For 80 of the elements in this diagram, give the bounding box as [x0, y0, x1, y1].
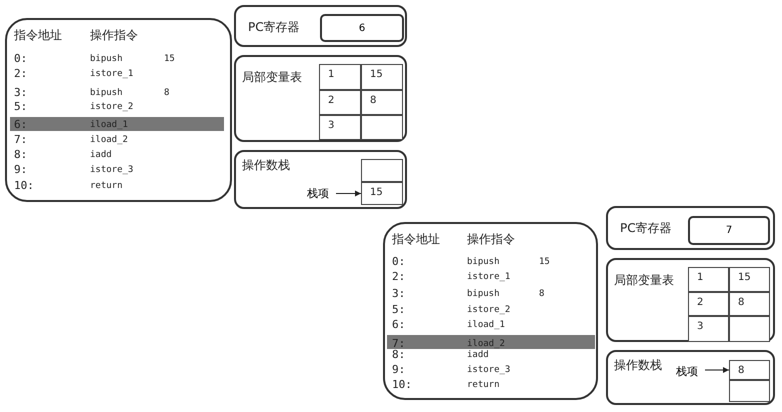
- register-panel: [234, 5, 407, 47]
- instruction-text: iload_2: [467, 338, 505, 350]
- instruction-text: return: [90, 180, 123, 193]
- table-cell: 8: [729, 360, 770, 380]
- instruction-text: iload_1: [90, 119, 128, 132]
- pointer-label: 栈项: [307, 186, 335, 202]
- instruction-text: return: [467, 379, 500, 392]
- panel-title: PC寄存器: [248, 20, 300, 34]
- address-text: 9:: [392, 363, 406, 377]
- operand-text: 8: [539, 288, 544, 301]
- address-text: 7:: [14, 133, 28, 147]
- address-text: 9:: [14, 163, 28, 177]
- instruction-text: bipush: [467, 288, 500, 301]
- code-panel: [5, 18, 232, 202]
- instruction-text: bipush: [90, 53, 123, 66]
- stack-panel: [606, 350, 775, 405]
- value-box: 7: [688, 216, 770, 245]
- operand-text: 15: [164, 53, 175, 66]
- panel-title: 局部变量表: [614, 273, 674, 287]
- table-cell: 15: [729, 267, 770, 292]
- empty-cell: [729, 380, 770, 402]
- arrow: [336, 190, 362, 196]
- stack-panel: [234, 150, 407, 209]
- table-cell: 3: [688, 316, 729, 342]
- address-text: 6:: [392, 318, 406, 332]
- arrow: [704, 367, 730, 373]
- instruction-text: iload_1: [467, 319, 505, 332]
- address-text: 0:: [14, 52, 28, 66]
- table-cell: 2: [688, 292, 729, 316]
- table-cell: 3: [319, 115, 361, 140]
- address-text: 0:: [392, 255, 406, 269]
- instruction-text: bipush: [467, 256, 500, 269]
- instruction-text: istore_2: [90, 101, 134, 114]
- code-panel: [383, 222, 598, 400]
- panel-title: 局部变量表: [242, 70, 302, 84]
- table-cell: 8: [361, 90, 403, 115]
- column-header: 操作指令: [467, 232, 515, 246]
- operand-text: 15: [539, 256, 550, 269]
- empty-cell: [361, 159, 403, 182]
- address-text: 2:: [14, 67, 28, 81]
- column-header: 指令地址: [392, 232, 440, 246]
- table-cell: 2: [319, 90, 361, 115]
- instruction-text: iload_2: [90, 134, 128, 147]
- pointer-label: 栈项: [676, 364, 704, 380]
- highlight-band: [387, 335, 595, 349]
- address-text: 7:: [392, 337, 406, 350]
- table-cell: 1: [688, 267, 729, 292]
- operand-text: 8: [164, 87, 170, 100]
- column-header: 指令地址: [14, 28, 62, 42]
- table-cell: 1: [319, 64, 361, 90]
- highlight-band: [10, 117, 224, 131]
- table-cell: 15: [361, 64, 403, 90]
- table-panel: [606, 258, 775, 342]
- instruction-text: istore_3: [467, 364, 510, 377]
- instruction-text: istore_1: [467, 271, 510, 284]
- instruction-text: iadd: [90, 149, 112, 162]
- address-text: 8:: [14, 148, 28, 162]
- instruction-text: istore_3: [90, 164, 134, 177]
- address-text: 6:: [14, 118, 28, 132]
- address-text: 5:: [14, 100, 28, 114]
- address-text: 5:: [392, 303, 406, 317]
- register-panel: [606, 206, 775, 250]
- panel-title: PC寄存器: [620, 221, 672, 235]
- address-text: 8:: [392, 348, 406, 362]
- table-panel: [234, 55, 407, 142]
- address-text: 10:: [392, 378, 412, 392]
- instruction-text: iadd: [467, 349, 489, 362]
- panel-title: 操作数栈: [242, 158, 290, 172]
- column-header: 操作指令: [90, 28, 138, 42]
- instruction-text: istore_2: [467, 304, 510, 317]
- table-cell: 8: [729, 292, 770, 316]
- instruction-text: bipush: [90, 87, 123, 100]
- value-box: 6: [320, 14, 404, 42]
- table-cell: 15: [361, 182, 403, 205]
- address-text: 3:: [392, 287, 406, 301]
- instruction-text: istore_1: [90, 68, 134, 81]
- address-text: 10:: [14, 179, 34, 193]
- panel-title: 操作数栈: [614, 358, 662, 372]
- address-text: 2:: [392, 270, 406, 284]
- address-text: 3:: [14, 86, 28, 100]
